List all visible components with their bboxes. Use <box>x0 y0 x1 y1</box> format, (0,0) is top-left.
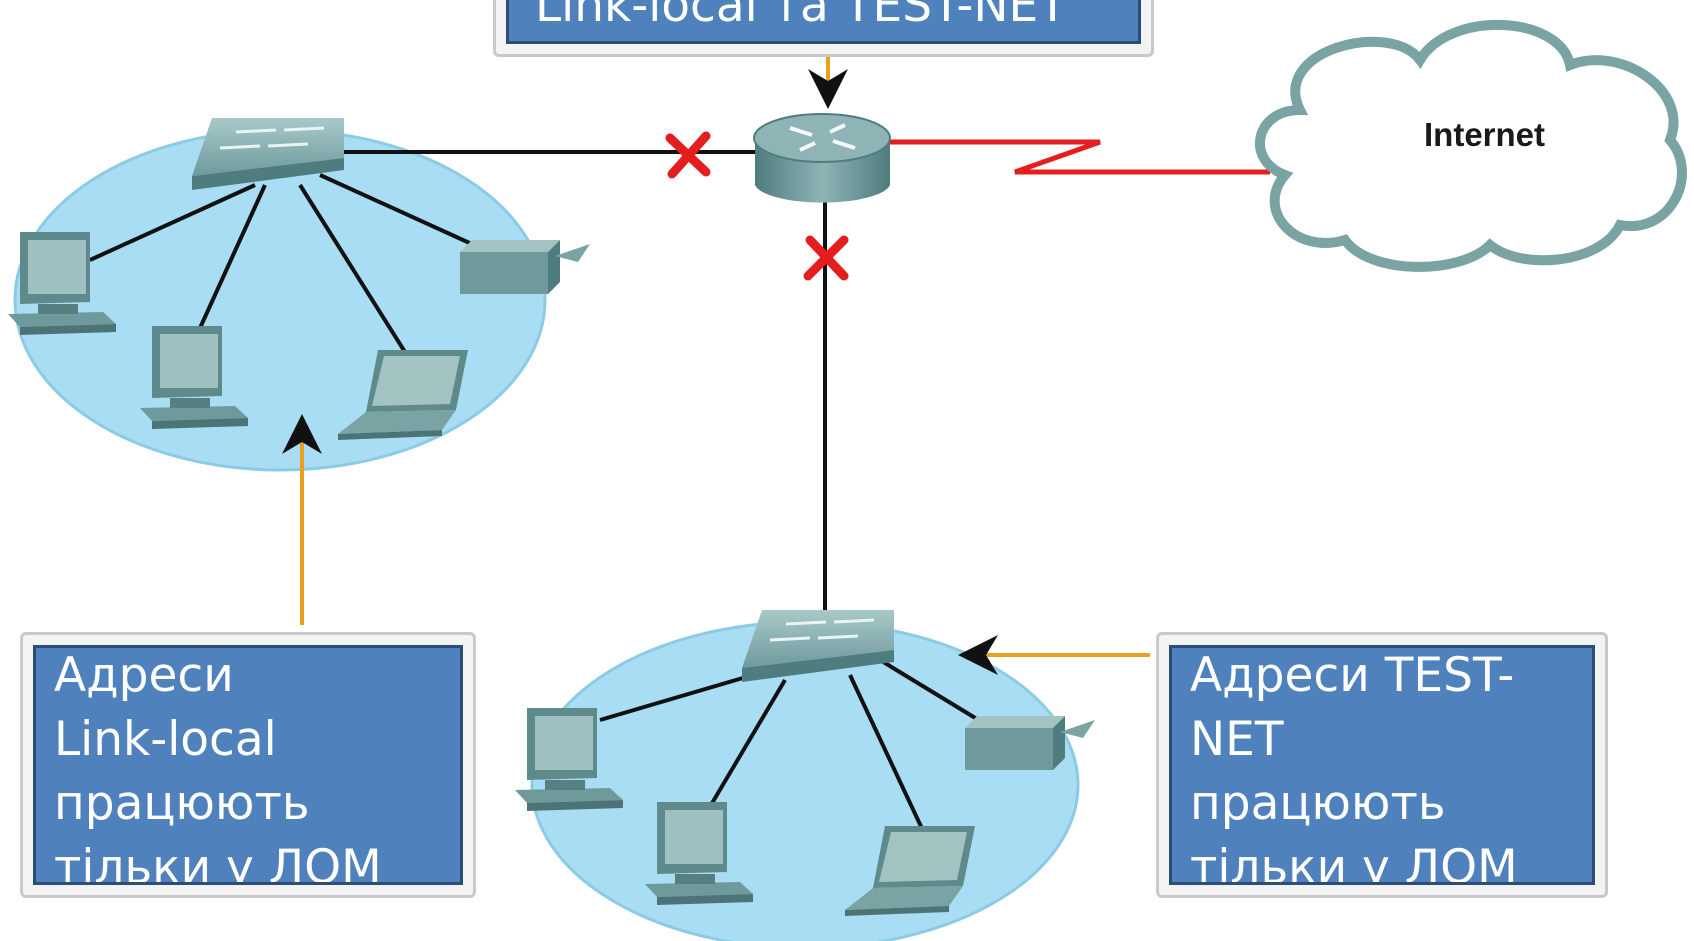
callout-left-text: Адреси Link-local працюють тільки у ЛОМ <box>54 648 382 885</box>
callout-right-text: Адреси TEST-NET працюють тільки у ЛОМ <box>1190 648 1518 885</box>
lan-ellipse-left <box>13 128 547 472</box>
lightning-link-icon <box>890 139 1270 175</box>
callout-top-text: Link-local та TEST-NET <box>535 0 1067 33</box>
block-x-icon <box>803 235 849 281</box>
callout-left: Адреси Link-local працюють тільки у ЛОМ <box>20 632 476 898</box>
lan-cables-left <box>89 173 486 362</box>
router-icon <box>753 113 891 203</box>
callout-top: Link-local та TEST-NET <box>493 0 1154 57</box>
printer-icon <box>460 240 590 294</box>
block-x-icon <box>665 131 711 179</box>
cloud-label: Internet <box>1424 116 1546 153</box>
cloud-icon <box>1254 19 1687 272</box>
callout-right: Адреси TEST-NET працюють тільки у ЛОМ <box>1156 632 1608 898</box>
